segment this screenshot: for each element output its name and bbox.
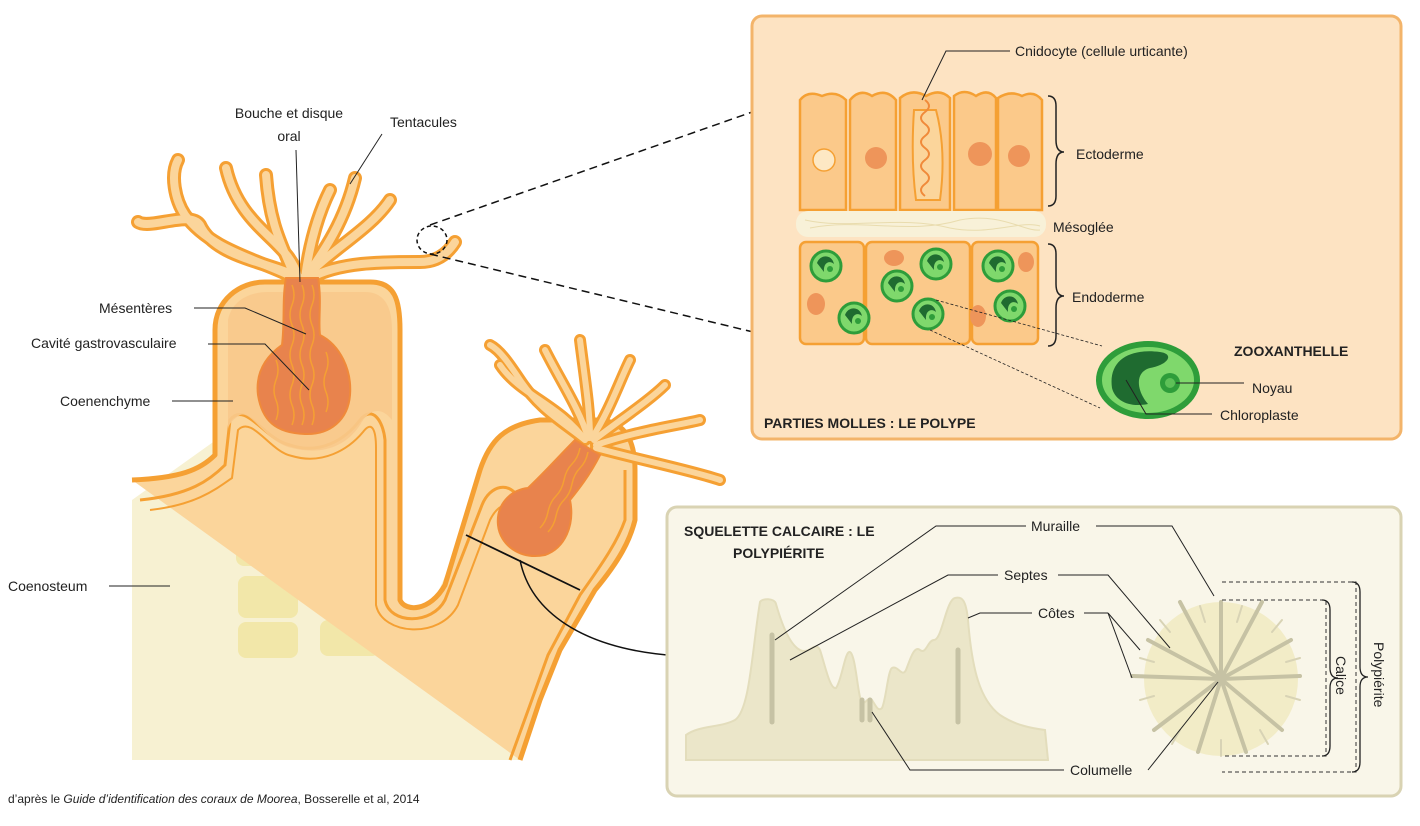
label-endoderme: Endoderme (1072, 289, 1145, 305)
label-coenosteum: Coenosteum (8, 578, 87, 594)
left-mesentery-folds (273, 284, 329, 426)
label-mesenteres: Mésentères (99, 300, 172, 316)
polype-panel: Cnidocyte (cellule urticante) Ectoderme … (750, 14, 1403, 441)
zoom-line-top (429, 103, 776, 226)
mesoglee-layer (796, 211, 1046, 237)
source-credit: d’après le Guide d’identification des co… (8, 792, 420, 806)
ectoderme-brace (1047, 95, 1065, 207)
credit-suffix: , Bosserelle et al, 2014 (297, 792, 420, 806)
label-zooxanthelle: ZOOXANTHELLE (1234, 343, 1348, 359)
label-cavite: Cavité gastrovasculaire (31, 335, 177, 351)
label-bouche-line2: oral (277, 128, 300, 144)
label-cnidocyte: Cnidocyte (cellule urticante) (1015, 43, 1188, 59)
zooxanthelle-detail (1096, 341, 1200, 419)
zoox-pointer-1 (935, 299, 1103, 347)
endoderm-nuclei (807, 250, 1034, 327)
label-muraille: Muraille (1031, 518, 1080, 534)
right-mesenteries (496, 438, 602, 557)
label-mesoglee: Mésoglée (1053, 219, 1114, 235)
squelette-panel: SQUELETTE CALCAIRE : LE POLYPIÉRITE Mura… (665, 505, 1403, 798)
zoox-pointer-2 (929, 329, 1101, 409)
zoom-line-bottom (429, 253, 779, 339)
label-columelle: Columelle (1070, 762, 1132, 778)
corallite-septa-lines (769, 632, 961, 725)
right-mesentery-folds (539, 447, 589, 533)
right-polyp-inner-line (508, 470, 627, 761)
credit-prefix: d’après le (8, 792, 64, 806)
calice-brace (1321, 599, 1339, 757)
ectoderm-nuclei (812, 142, 1030, 172)
left-tentacles-fill (134, 156, 459, 282)
label-coenenchyme: Coenenchyme (60, 393, 150, 409)
polypierite-brace (1351, 581, 1369, 773)
right-tentacles-fill (487, 337, 723, 483)
squelette-title-line1: SQUELETTE CALCAIRE : LE (684, 523, 875, 539)
coenenchyme-inner-line-2 (149, 425, 526, 631)
label-chloroplaste: Chloroplaste (1220, 407, 1299, 423)
label-polypierite: Polypiérite (1371, 642, 1387, 708)
colony-labels: Bouche et disque oral Tentacules Mésentè… (8, 105, 457, 594)
label-calice: Calice (1333, 656, 1349, 695)
polype-panel-title: PARTIES MOLLES : LE POLYPE (764, 415, 976, 431)
corallite-top-view (1130, 600, 1302, 757)
endoderme-brace (1047, 243, 1065, 347)
cnidocyte (911, 99, 944, 201)
skeleton-section-line (465, 534, 581, 591)
credit-book-title: Guide d’identification des coraux de Moo… (63, 792, 298, 806)
squelette-title-line2: POLYPIÉRITE (733, 545, 824, 561)
label-cotes: Côtes (1038, 605, 1075, 621)
label-noyau: Noyau (1252, 380, 1292, 396)
mesoglee-fibers (804, 217, 1041, 231)
coral-colony (131, 103, 779, 761)
label-septes: Septes (1004, 567, 1048, 583)
label-bouche-line1: Bouche et disque (235, 105, 343, 121)
polypierite-bracket (1222, 581, 1357, 773)
calice-bracket (1222, 599, 1327, 757)
skeleton-section-arrow (519, 559, 681, 657)
label-ectoderme: Ectoderme (1076, 146, 1144, 162)
label-tentacules: Tentacules (390, 114, 457, 130)
zooxanthellae-cells (809, 247, 1027, 335)
